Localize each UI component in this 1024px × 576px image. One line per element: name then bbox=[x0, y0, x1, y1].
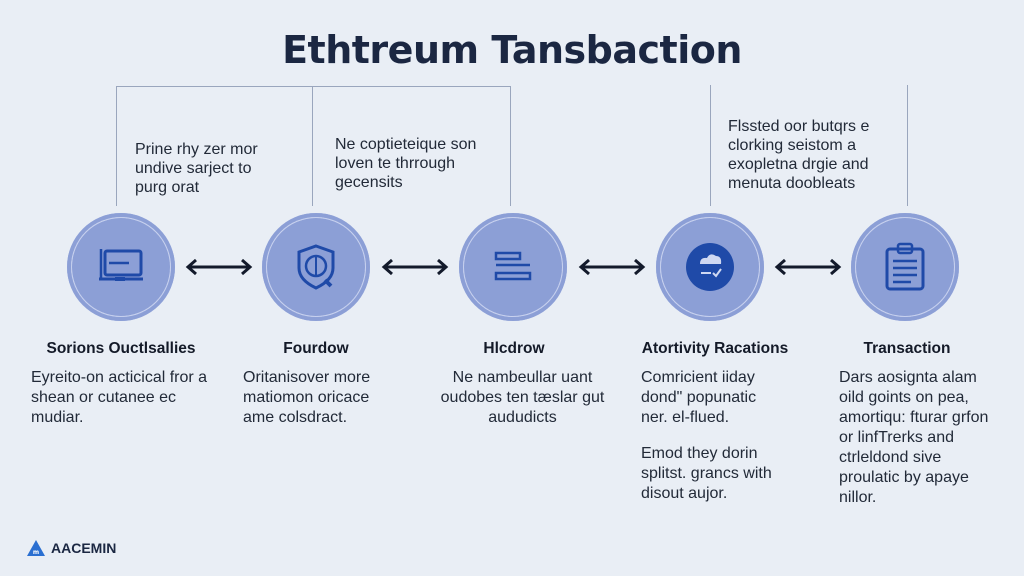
monitor-icon bbox=[99, 249, 143, 281]
step-1-body: Eyreito-on acticical fror a shean or cut… bbox=[31, 369, 208, 426]
connector-line bbox=[116, 86, 511, 87]
logo-text: AACEMIN bbox=[51, 540, 117, 556]
step-5-title: Transaction bbox=[863, 340, 951, 357]
triangle-logo-icon: m bbox=[27, 540, 45, 556]
step-1-title: Sorions Ouctlsallies bbox=[46, 340, 196, 357]
connector-line bbox=[907, 85, 908, 206]
step-4-body-2: Emod they dorin splitst. grancs with dis… bbox=[641, 445, 772, 502]
layers-icon bbox=[494, 251, 532, 281]
note-1: Prine rhy zer mor undive sarject to purg… bbox=[135, 141, 258, 196]
step-2-circle bbox=[262, 213, 370, 321]
page-title: Ethtreum Tansbaction bbox=[282, 28, 742, 72]
clipboard-icon bbox=[885, 242, 925, 291]
double-arrow-icon bbox=[185, 258, 253, 276]
connector-line bbox=[116, 86, 117, 206]
logo: m AACEMIN bbox=[26, 539, 116, 557]
step-4-circle bbox=[656, 213, 764, 321]
connector-line bbox=[710, 85, 711, 206]
note-3: Flssted oor butqrs e clorking seistom a … bbox=[728, 118, 870, 192]
connector-line bbox=[510, 86, 511, 206]
step-3-title: Hlcdrow bbox=[483, 340, 545, 357]
double-arrow-icon bbox=[381, 258, 449, 276]
cloud-check-icon bbox=[686, 243, 734, 291]
step-1-circle bbox=[67, 213, 175, 321]
step-2-title: Fourdow bbox=[283, 340, 349, 357]
shield-icon bbox=[297, 244, 335, 290]
double-arrow-icon bbox=[774, 258, 842, 276]
step-3-body: Ne nambeullar uant oudobes ten tæslar gu… bbox=[440, 369, 605, 426]
step-5-body: Dars aosignta alam oild goints on pea, a… bbox=[839, 369, 989, 506]
step-3-circle bbox=[459, 213, 567, 321]
double-arrow-icon bbox=[578, 258, 646, 276]
connector-line bbox=[312, 86, 313, 206]
step-4-title: Atortivity Racations bbox=[641, 340, 789, 357]
step-4-body: Comricient iiday dond" popunatic ner. el… bbox=[641, 369, 757, 426]
step-2-body: Oritanisover more matiomon oricace ame c… bbox=[243, 369, 371, 426]
step-5-circle bbox=[851, 213, 959, 321]
note-2: Ne coptieteique son loven te thrrough ge… bbox=[335, 136, 477, 191]
svg-text:m: m bbox=[33, 549, 39, 556]
